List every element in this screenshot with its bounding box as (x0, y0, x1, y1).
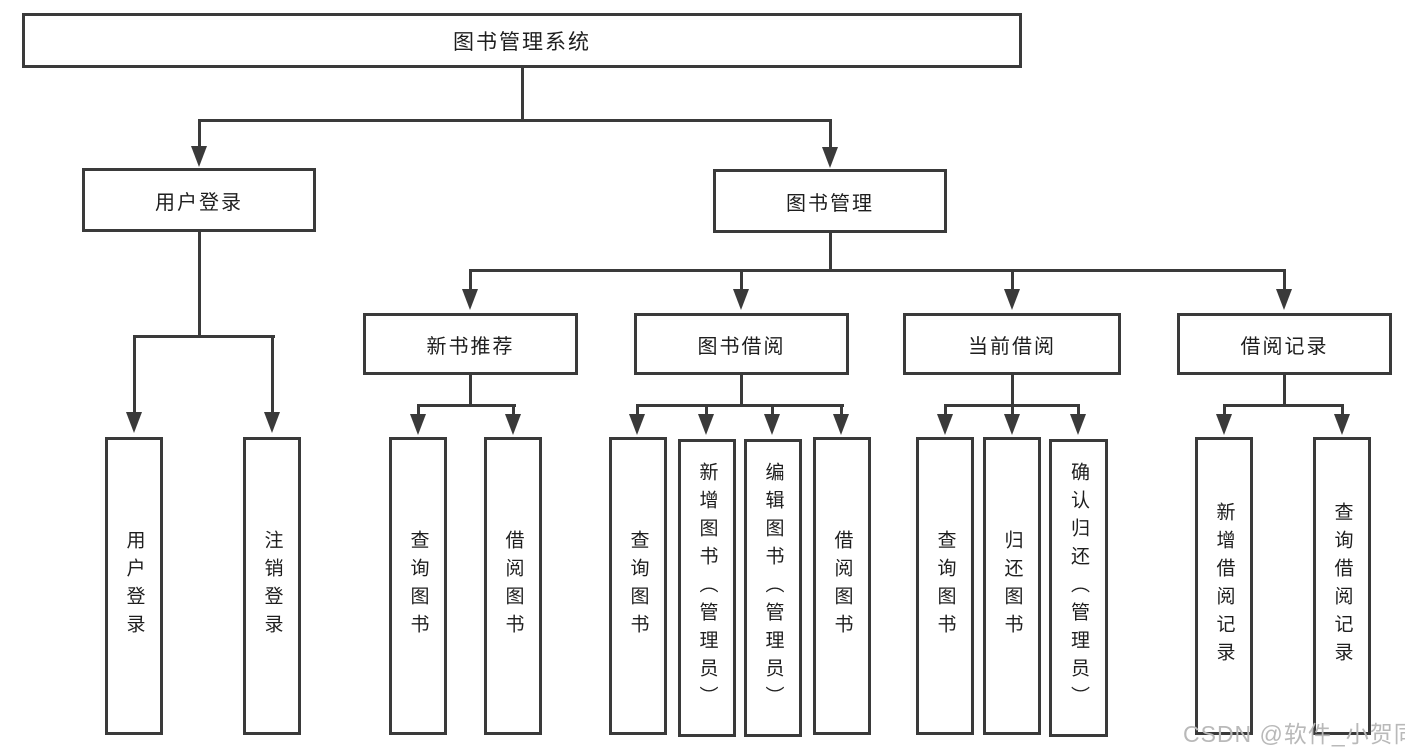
connector-bookborrow-bar (636, 404, 844, 407)
leaf-user-login: 用户登录 (105, 437, 163, 735)
leaf-query-books-3: 查询图书 (916, 437, 974, 735)
connector-root-bar-left (198, 119, 524, 122)
leaf-return-book: 归还图书 (983, 437, 1041, 735)
node-label: 图书借阅 (697, 335, 786, 358)
connector-drop (133, 335, 136, 412)
leaf-query-books-1: 查询图书 (389, 437, 447, 735)
leaf-label: 新增图书（管理员） (696, 462, 718, 714)
leaf-label: 借阅图书 (502, 530, 524, 642)
arrow-down-icon (1070, 414, 1086, 435)
node-borrow-record: 借阅记录 (1177, 313, 1392, 375)
leaf-borrow-books-2: 借阅图书 (813, 437, 871, 735)
leaf-label: 查询图书 (627, 530, 649, 642)
node-current-borrow: 当前借阅 (903, 313, 1121, 375)
connector-drop (1223, 404, 1226, 415)
connector-userlogin-bar (133, 335, 275, 338)
arrow-down-icon (410, 414, 426, 435)
connector-drop (417, 404, 420, 415)
leaf-label: 编辑图书（管理员） (762, 462, 784, 714)
leaf-label: 注销登录 (261, 530, 283, 642)
node-book-borrow: 图书借阅 (634, 313, 849, 375)
leaf-label: 确认归还（管理员） (1068, 462, 1089, 714)
node-label: 借阅记录 (1240, 335, 1329, 358)
node-label: 图书管理系统 (453, 30, 591, 54)
node-user-login-branch: 用户登录 (82, 168, 316, 232)
connector-drop (1283, 269, 1286, 290)
node-new-book-recommend: 新书推荐 (363, 313, 578, 375)
leaf-label: 查询借阅记录 (1331, 502, 1353, 670)
leaf-edit-book-admin: 编辑图书（管理员） (744, 439, 802, 737)
connector-drop (1011, 269, 1014, 290)
arrow-down-icon (126, 412, 142, 433)
connector-newbook-bar (417, 404, 516, 407)
node-root-system: 图书管理系统 (22, 13, 1022, 68)
arrow-down-icon (505, 414, 521, 435)
leaf-label: 用户登录 (123, 530, 145, 642)
arrow-down-icon (264, 412, 280, 433)
connector-root-bar-right (521, 119, 831, 122)
connector-borrowrecord-bar (1223, 404, 1344, 407)
connector-userlogin-stem (198, 232, 201, 338)
arrow-down-icon (462, 289, 478, 310)
arrow-down-icon (1334, 414, 1350, 435)
connector-drop (829, 119, 832, 147)
arrow-down-icon (191, 146, 207, 167)
node-label: 当前借阅 (968, 335, 1056, 358)
node-label: 图书管理 (786, 192, 874, 215)
arrow-down-icon (822, 147, 838, 168)
connector-level3-bar (469, 269, 1286, 272)
leaf-label: 查询图书 (934, 530, 956, 642)
node-label: 新书推荐 (426, 335, 515, 358)
arrow-down-icon (764, 414, 780, 435)
connector-drop (771, 404, 774, 415)
connector-drop (944, 404, 947, 415)
connector-bookborrow-stem (740, 375, 743, 407)
node-label: 用户登录 (155, 191, 243, 214)
leaf-query-books-2: 查询图书 (609, 437, 667, 735)
leaf-label: 借阅图书 (831, 530, 853, 642)
connector-drop (705, 404, 708, 415)
connector-bookmgmt-stem (829, 233, 832, 272)
connector-drop (1077, 404, 1080, 415)
arrow-down-icon (1004, 289, 1020, 310)
connector-drop (740, 269, 743, 290)
connector-currentborrow-stem (1011, 375, 1014, 407)
leaf-confirm-return-admin: 确认归还（管理员） (1049, 439, 1108, 737)
connector-drop (636, 404, 639, 415)
arrow-down-icon (937, 414, 953, 435)
leaf-logout: 注销登录 (243, 437, 301, 735)
connector-drop (1341, 404, 1344, 415)
arrow-down-icon (733, 289, 749, 310)
arrow-down-icon (1216, 414, 1232, 435)
connector-drop (512, 404, 515, 415)
connector-drop (198, 119, 201, 147)
leaf-query-borrow-record: 查询借阅记录 (1313, 437, 1371, 735)
arrow-down-icon (833, 414, 849, 435)
arrow-down-icon (698, 414, 714, 435)
connector-drop (1011, 404, 1014, 415)
connector-drop (840, 404, 843, 415)
leaf-label: 新增借阅记录 (1213, 502, 1235, 670)
leaf-add-borrow-record: 新增借阅记录 (1195, 437, 1253, 735)
connector-newbook-stem (469, 375, 472, 407)
csdn-watermark: CSDN @软件_小贺同学 (1183, 721, 1405, 747)
leaf-add-book-admin: 新增图书（管理员） (678, 439, 736, 737)
connector-borrowrecord-stem (1283, 375, 1286, 407)
leaf-label: 归还图书 (1001, 530, 1023, 642)
connector-drop (271, 335, 274, 412)
leaf-borrow-books-1: 借阅图书 (484, 437, 542, 735)
connector-drop (469, 269, 472, 290)
connector-root-stem (521, 68, 524, 122)
arrow-down-icon (629, 414, 645, 435)
leaf-label: 查询图书 (407, 530, 429, 642)
arrow-down-icon (1276, 289, 1292, 310)
node-book-management-branch: 图书管理 (713, 169, 947, 233)
arrow-down-icon (1004, 414, 1020, 435)
